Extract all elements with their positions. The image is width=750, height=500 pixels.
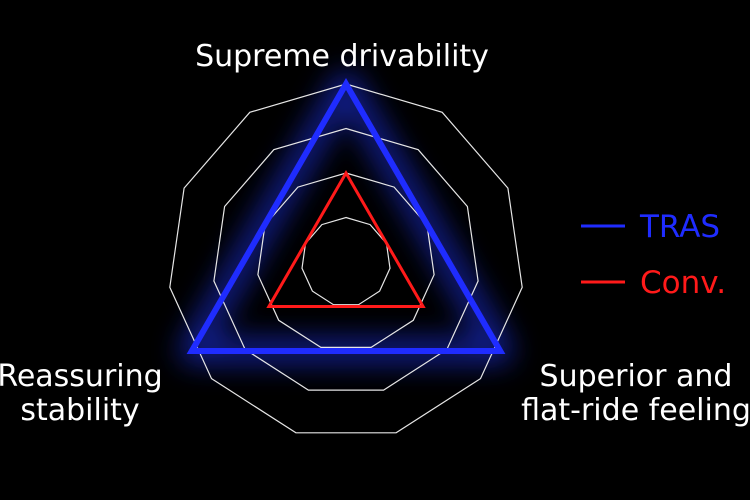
grid-ring-4 [169, 83, 523, 434]
axis-label-2-line-0: Reassuring [0, 359, 163, 394]
legend-label-0: TRAS [639, 209, 720, 245]
radar-series [186, 78, 506, 354]
grid-ring-3 [213, 127, 479, 391]
axis-label-1-line-0: Superior and [540, 359, 733, 394]
series-conv [266, 170, 426, 308]
legend-label-1: Conv. [640, 265, 726, 301]
radar-grid [169, 83, 523, 434]
axis-label-0-line-0: Supreme drivability [195, 39, 489, 74]
axis-label-1-line-1: flat-ride feeling [521, 393, 750, 428]
grid-ring-1 [301, 216, 391, 306]
legend: TRAS Conv. [581, 209, 726, 301]
axis-label-2-line-1: stability [20, 393, 139, 428]
series-tras [186, 78, 506, 354]
